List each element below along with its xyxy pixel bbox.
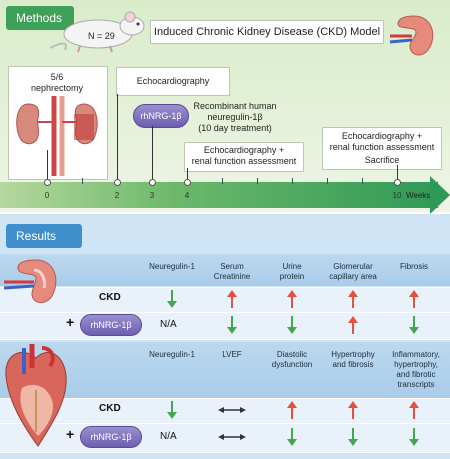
connector-week10 [397, 165, 398, 182]
kidney-header-band [0, 254, 450, 286]
tick-week8 [327, 178, 328, 184]
heart-icon [5, 344, 67, 447]
heart-col-transcripts: Inflammatory, hypertrophy, and fibrotic … [392, 350, 440, 389]
kidneys-illustration [16, 96, 98, 176]
kidney-col-neuregulin: Neuregulin-1 [149, 262, 195, 271]
tick-week9 [362, 178, 363, 184]
heart-col-hypertrophy: Hypertrophy and fibrosis [331, 350, 375, 369]
tick-label-4: 4 [184, 191, 190, 200]
heart-ckd-label: CKD [99, 403, 121, 414]
dot-week10 [394, 179, 401, 186]
tick-label-0: 0 [44, 191, 50, 200]
echo-week10-box: Echocardiography + renal function assess… [322, 127, 442, 170]
timeline-arrowhead [430, 176, 450, 214]
mouse-icon [49, 11, 145, 53]
heart-treated-na: N/A [160, 431, 177, 442]
connector-week2 [117, 94, 118, 182]
heart-header-band [0, 342, 450, 398]
drug-description: Recombinant human neuregulin-1β (10 day … [193, 101, 277, 133]
tick-label-3: 3 [149, 191, 155, 200]
dot-week2 [114, 179, 121, 186]
heart-treated-row [0, 423, 450, 453]
tick-label-10: 10 [392, 191, 402, 200]
kidney-col-creatinine: Serum Creatinine [213, 262, 251, 281]
heart-col-diastolic: Diastolic dysfunction [271, 350, 313, 369]
tick-label-2: 2 [114, 191, 120, 200]
echo-week4-box: Echocardiography + renal function assess… [184, 142, 304, 172]
dot-week3 [149, 179, 156, 186]
kidney-treated-row [0, 312, 450, 340]
drug-pill: rhNRG-1β [133, 104, 189, 128]
kidney-col-urine-protein: Urine protein [279, 262, 305, 281]
connector-week3 [152, 126, 153, 182]
echo-week10-label: Echocardiography + renal function assess… [329, 131, 435, 152]
methods-tab: Methods [6, 6, 74, 30]
kidney-treated-na: N/A [160, 319, 177, 330]
connector-week4 [187, 168, 188, 182]
kidney-plus: + [66, 314, 75, 330]
tick-week1 [82, 178, 83, 184]
timeline-bar [0, 182, 438, 208]
results-tab: Results [6, 224, 82, 248]
heart-col-neuregulin: Neuregulin-1 [149, 350, 195, 359]
connector-week0 [47, 150, 48, 182]
echo-week2-box: Echocardiography [116, 67, 230, 96]
nephrectomy-label: 5/6 nephrectomy [30, 72, 84, 93]
kidney-ckd-label: CKD [99, 292, 121, 303]
tick-week7 [292, 178, 293, 184]
sacrifice-label: Sacrifice [364, 155, 400, 165]
dot-week4 [184, 179, 191, 186]
timeline-unit: Weeks [406, 191, 431, 200]
kidney-col-glomerular: Glomerular capillary area [329, 262, 377, 281]
tick-week6 [257, 178, 258, 184]
kidney-results-icon [4, 259, 57, 303]
kidney-icon [389, 15, 434, 56]
heart-col-lvef: LVEF [222, 350, 242, 359]
mouse-count: N = 29 [88, 31, 115, 41]
kidney-col-fibrosis: Fibrosis [399, 262, 428, 271]
dot-week0 [44, 179, 51, 186]
model-title: Induced Chronic Kidney Disease (CKD) Mod… [150, 20, 384, 44]
tick-week5 [222, 178, 223, 184]
heart-plus: + [66, 426, 75, 442]
heart-treat-pill: rhNRG-1β [80, 426, 142, 448]
kidney-treat-pill: rhNRG-1β [80, 314, 142, 336]
